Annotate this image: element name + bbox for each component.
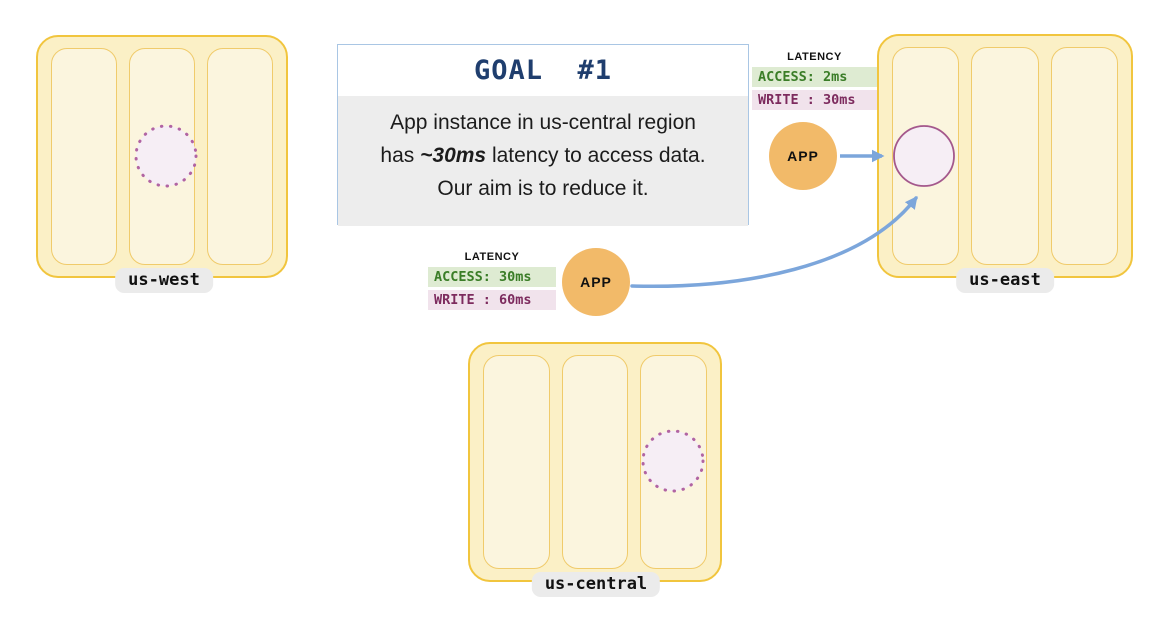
- server-rack-column: [51, 48, 117, 265]
- goal-line2-prefix: has: [380, 144, 421, 167]
- server-rack-column: [971, 47, 1039, 265]
- goal-body-line1: App instance in us-central region: [390, 111, 696, 134]
- goal-body-line2: has ~30ms latency to access data.: [338, 139, 748, 172]
- app-instance-central: APP: [562, 248, 630, 316]
- goal-callout: GOAL #1 App instance in us-central regio…: [337, 44, 749, 226]
- region-us-east: [877, 34, 1133, 278]
- goal-line2-suffix: latency to access data.: [486, 144, 706, 167]
- goal-header: GOAL #1: [338, 45, 748, 96]
- latency-access-value: ACCESS: 30ms: [428, 267, 556, 287]
- latency-panel-east: LATENCY ACCESS: 2ms WRITE : 30ms: [752, 51, 877, 110]
- latency-title: LATENCY: [464, 251, 520, 263]
- goal-title: GOAL #1: [473, 55, 613, 86]
- server-rack-column: [640, 355, 708, 569]
- server-rack-column: [1050, 47, 1118, 265]
- server-rack-column: [207, 48, 273, 265]
- server-rack-column: [129, 48, 195, 265]
- server-rack-column: [561, 355, 629, 569]
- latency-panel-central: LATENCY ACCESS: 30ms WRITE : 60ms: [428, 251, 556, 310]
- goal-body-text: App instance in us-central region has ~3…: [338, 96, 748, 226]
- goal-body-line3: Our aim is to reduce it.: [437, 177, 649, 200]
- latency-write-value: WRITE : 60ms: [428, 290, 556, 310]
- app-instance-east: APP: [769, 122, 837, 190]
- server-rack-column: [892, 47, 960, 265]
- region-label-us-central: us-central: [531, 572, 661, 597]
- region-us-central: [468, 342, 722, 582]
- region-label-us-east: us-east: [956, 268, 1054, 293]
- goal-latency-highlight: ~30ms: [420, 144, 487, 167]
- latency-title: LATENCY: [787, 51, 842, 63]
- latency-access-value: ACCESS: 2ms: [752, 67, 877, 87]
- region-us-west: [36, 35, 288, 278]
- region-label-us-west: us-west: [115, 268, 213, 293]
- server-rack-column: [483, 355, 550, 569]
- latency-write-value: WRITE : 30ms: [752, 90, 877, 110]
